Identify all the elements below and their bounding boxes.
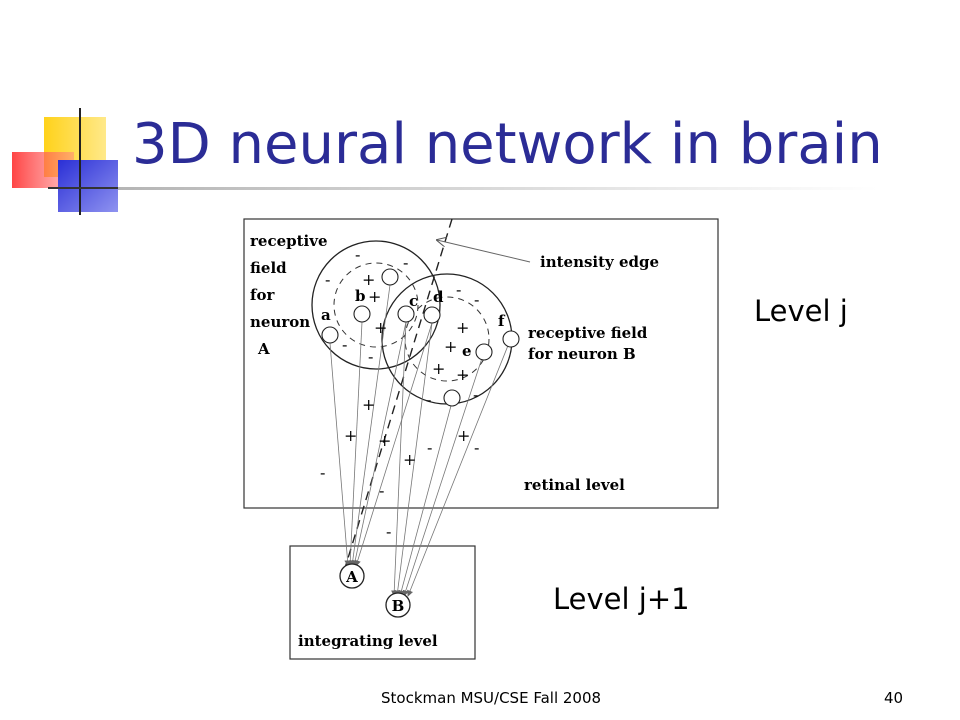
footer-text: Stockman MSU/CSE Fall 2008 xyxy=(381,689,602,707)
integrating-level-label: integrating level xyxy=(298,632,438,650)
neuron-circle-e xyxy=(475,343,493,361)
page-number: 40 xyxy=(884,689,904,707)
svg-text:-: - xyxy=(386,522,391,541)
svg-text:-: - xyxy=(355,245,360,264)
neuron-circle-f xyxy=(502,330,520,348)
neuron-circle-bottom xyxy=(443,389,461,407)
intensity-edge-line xyxy=(344,218,453,569)
retinal-level-label: retinal level xyxy=(524,476,625,494)
svg-text:+: + xyxy=(362,270,375,289)
svg-text:+: + xyxy=(403,450,416,469)
neuron-circle-a xyxy=(321,326,339,344)
logo-blue-square xyxy=(58,160,118,212)
integrating-level-box xyxy=(289,545,476,660)
retinal-level-box xyxy=(243,218,719,509)
output-neuron-b-label: B xyxy=(392,597,405,615)
neuron-label-f: f xyxy=(498,312,506,330)
svg-text:+: + xyxy=(362,395,375,414)
svg-text:-: - xyxy=(403,253,408,272)
neuron-label-e: e xyxy=(462,342,472,360)
svg-text:+: + xyxy=(432,359,445,378)
svg-text:-: - xyxy=(426,390,431,409)
svg-text:-: - xyxy=(473,385,478,404)
svg-text:-: - xyxy=(325,270,330,289)
polarity-signs: + + + + + + + + + + + + - - - - - - - - … xyxy=(320,245,479,541)
output-neuron-a xyxy=(339,563,365,589)
neuron-label-d: d xyxy=(433,288,444,306)
slide-logo xyxy=(12,108,140,215)
title-underline xyxy=(118,187,878,190)
svg-text:+: + xyxy=(457,426,470,445)
receptive-field-a-label: receptive field for neuron A xyxy=(250,232,333,358)
svg-text:-: - xyxy=(474,438,479,457)
receptive-field-b-label: receptive field for neuron B xyxy=(528,324,653,363)
output-neuron-a-label: A xyxy=(345,568,358,586)
connections-to-b xyxy=(391,321,512,597)
svg-text:+: + xyxy=(374,318,387,337)
slide-title: 3D neural network in brain xyxy=(132,112,883,177)
svg-text:-: - xyxy=(379,481,384,500)
neuron-label-a: a xyxy=(321,306,331,324)
level-j-label: Level j xyxy=(754,294,848,328)
receptive-field-b-inner xyxy=(404,296,490,382)
level-j1-label: Level j+1 xyxy=(553,582,690,616)
neuron-circle-b xyxy=(353,305,371,323)
svg-text:+: + xyxy=(344,426,357,445)
connections-to-a xyxy=(329,284,433,567)
output-neuron-b xyxy=(385,592,411,618)
svg-text:+: + xyxy=(456,365,469,384)
svg-text:-: - xyxy=(368,347,373,366)
svg-text:-: - xyxy=(427,438,432,457)
neuron-label-c: c xyxy=(409,292,418,310)
svg-text:+: + xyxy=(378,431,391,450)
receptive-field-a-inner xyxy=(333,262,419,348)
svg-text:-: - xyxy=(474,290,479,309)
svg-text:-: - xyxy=(456,280,461,299)
svg-text:-: - xyxy=(342,335,347,354)
neuron-circle-top xyxy=(381,268,399,286)
intensity-edge-pointer xyxy=(437,240,531,263)
neuron-label-b: b xyxy=(355,287,366,305)
svg-text:+: + xyxy=(444,337,457,356)
intensity-edge-label: intensity edge xyxy=(540,253,659,271)
neuron-circle-c xyxy=(397,305,415,323)
receptive-field-a-outer xyxy=(311,240,441,370)
svg-text:-: - xyxy=(320,463,325,482)
svg-text:+: + xyxy=(368,287,381,306)
svg-text:+: + xyxy=(456,318,469,337)
neuron-circle-d xyxy=(423,306,441,324)
